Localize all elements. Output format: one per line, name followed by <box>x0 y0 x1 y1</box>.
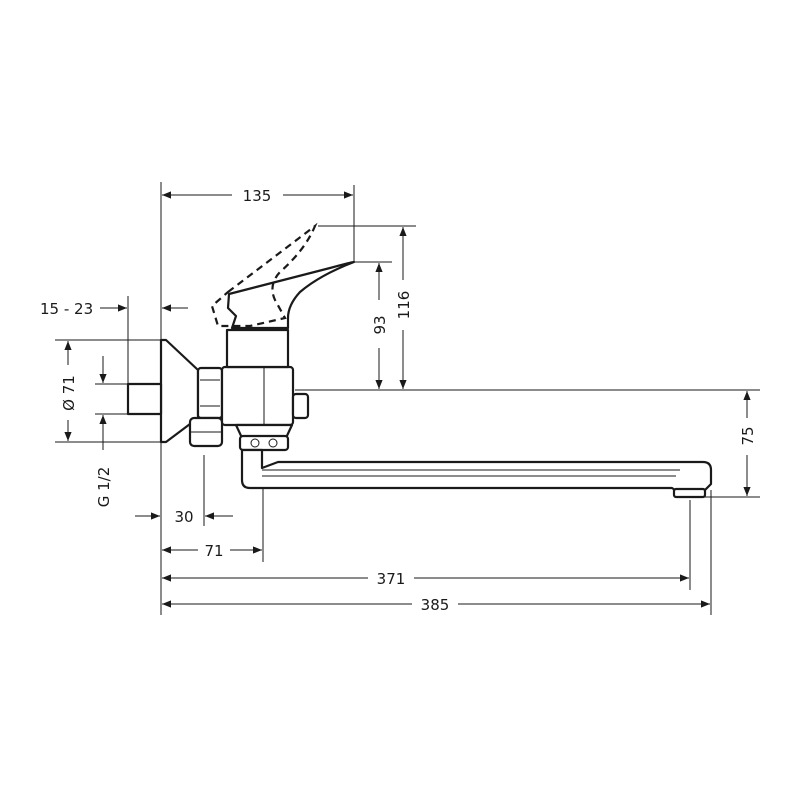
dim-116: 116 <box>395 227 413 389</box>
dim-label-30: 30 <box>174 508 193 526</box>
dim-71: 71 <box>162 542 262 560</box>
dimensions: 135 93 116 75 15 - 23 Ø 71 <box>40 187 757 614</box>
cartridge-housing <box>225 328 290 369</box>
nut <box>196 366 224 420</box>
valve-body <box>220 365 295 427</box>
handle-open-position <box>210 222 318 328</box>
dim-135: 135 <box>162 187 353 205</box>
dim-label-g-1-2: G 1/2 <box>95 467 113 508</box>
dim-diameter-71: Ø 71 <box>60 341 78 441</box>
handle <box>226 260 356 330</box>
dim-label-71: 71 <box>204 542 223 560</box>
knob <box>291 392 310 420</box>
dim-label-371: 371 <box>377 570 406 588</box>
dim-label-15-23: 15 - 23 <box>40 300 93 318</box>
dim-label-135: 135 <box>243 187 272 205</box>
dim-label-93: 93 <box>371 315 389 334</box>
dim-30: 30 <box>135 508 233 526</box>
dim-15-23: 15 - 23 <box>40 300 188 318</box>
dim-thread: G 1/2 <box>95 356 113 507</box>
dim-label-75: 75 <box>739 426 757 445</box>
dim-label-116: 116 <box>395 291 413 320</box>
dim-label-diameter-71: Ø 71 <box>60 375 78 411</box>
extension-lines <box>55 182 760 615</box>
dim-385: 385 <box>162 596 710 614</box>
dim-93: 93 <box>371 263 389 389</box>
faucet <box>126 222 713 499</box>
wall-pipe <box>126 382 163 416</box>
aerator <box>672 487 707 499</box>
dim-label-385: 385 <box>421 596 450 614</box>
dim-75: 75 <box>739 391 757 496</box>
dim-371: 371 <box>162 570 689 588</box>
